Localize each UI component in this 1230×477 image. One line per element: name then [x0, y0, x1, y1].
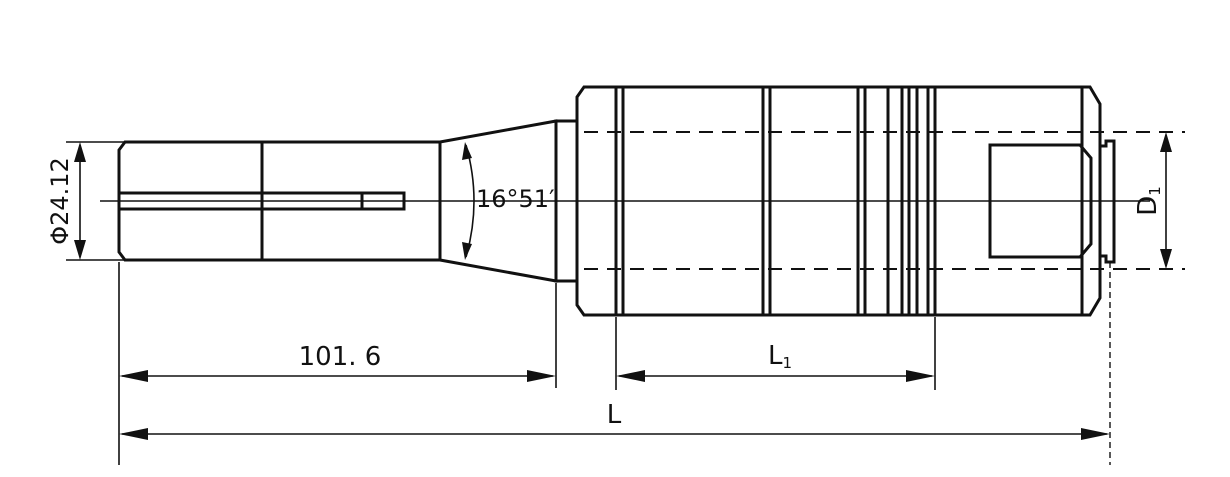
bore-diameter-dimension: [1160, 132, 1172, 269]
total-length-dimension: [119, 262, 1111, 465]
shank-diameter-dimension: [66, 141, 125, 261]
shank-length-label: 101. 6: [299, 342, 382, 372]
taper-angle-label: 16°51′: [476, 185, 555, 213]
taper-angle-dimension: [462, 142, 475, 260]
shank: [117, 140, 442, 262]
end-bore: [988, 143, 1093, 259]
total-length-label: L: [607, 400, 622, 430]
keyway-slot: [117, 191, 406, 211]
bore-diameter-label: D1: [1133, 186, 1164, 216]
main-body: [575, 85, 1102, 317]
bore-length-dimension: [615, 317, 936, 390]
bore-length-label: L1: [768, 341, 792, 372]
shank-diameter-label: Φ24.12: [46, 157, 74, 245]
shank-length-dimension: [118, 262, 557, 465]
hidden-bore: [584, 131, 1185, 270]
end-flange: [1098, 139, 1116, 264]
taper: [438, 119, 578, 283]
